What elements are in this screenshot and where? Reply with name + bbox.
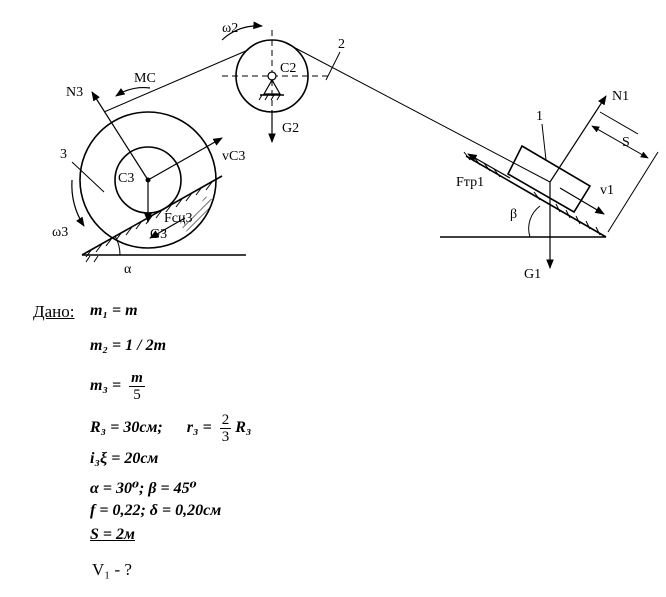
body-1: N1 v1 G1 Fтр1 1 — [456, 89, 629, 282]
omega3-arc-arrow — [71, 179, 85, 227]
given-r3-row: R₃ = 30см; r₃ = 2 3 R₃ — [90, 412, 251, 445]
rope: 2 — [103, 37, 551, 183]
given-m3: m₃ = m 5 — [90, 370, 145, 403]
body-3: N3 vC3 G3 Fсц3 MC ω3 3 C3 — [52, 71, 245, 249]
right-incline: β — [440, 151, 607, 238]
omega3-label: ω3 — [52, 225, 68, 240]
ftr1-arrow — [467, 153, 511, 179]
g2-label: G2 — [282, 121, 299, 136]
omega2-label: ω2 — [222, 21, 238, 36]
given-r3-fraction: 2 3 — [219, 412, 232, 445]
given-m1: m₁ = m — [90, 302, 138, 319]
n1-arrow — [549, 95, 607, 183]
mc-label: MC — [134, 71, 156, 86]
given-i3: i₃ξ = 20см — [90, 450, 159, 467]
omega2-arc-arrow — [221, 21, 263, 41]
given-find: V₁ - ? — [92, 560, 132, 579]
ftr1-label: Fтр1 — [456, 175, 484, 190]
left-incline: α — [81, 175, 246, 277]
beta-label: β — [510, 207, 517, 222]
fsc3-label: Fсц3 — [164, 211, 193, 226]
given-f-delta: f = 0,22; δ = 0,20см — [90, 502, 222, 519]
vc3-arrow — [147, 137, 223, 181]
given-m3-fraction: m 5 — [129, 370, 145, 403]
given-R3: R₃ = 30см; — [90, 419, 163, 437]
rope-label: 2 — [338, 37, 345, 52]
given-m3-den: 5 — [133, 387, 141, 403]
given-r3-den: 3 — [221, 429, 230, 445]
n3-label: N3 — [66, 85, 83, 100]
g1-label: G1 — [524, 267, 541, 282]
vc3-label: vC3 — [222, 149, 245, 164]
given-alpha-beta: α = 30⁰; β = 45⁰ — [90, 480, 197, 497]
alpha-label: α — [124, 262, 132, 277]
given-s: S = 2м — [90, 526, 135, 543]
body1-label: 1 — [536, 109, 543, 124]
v1-arrow — [559, 187, 605, 215]
given-m3-num: m — [129, 370, 145, 387]
v1-label: v1 — [600, 183, 614, 198]
body3-label: 3 — [60, 147, 67, 162]
given-r3-num: 2 — [219, 412, 232, 429]
given-m2: m₂ = 1 / 2m — [90, 337, 167, 354]
given-r3-left: r₃ = — [186, 419, 212, 437]
pulley-2: C2 G2 ω2 — [221, 21, 330, 143]
mc-arc-arrow — [115, 87, 151, 97]
fsc3-arrow — [149, 217, 186, 239]
s-label: S — [622, 135, 630, 150]
given-r3-right: R₃ — [235, 419, 252, 437]
s-dimension: S — [591, 111, 659, 233]
n1-label: N1 — [612, 89, 629, 104]
c3-label: C3 — [118, 171, 134, 186]
given-m3-left: m₃ = — [90, 377, 122, 395]
c2-label: C2 — [280, 61, 296, 76]
given-title: Дано: — [33, 302, 75, 321]
n3-arrow — [91, 91, 149, 181]
